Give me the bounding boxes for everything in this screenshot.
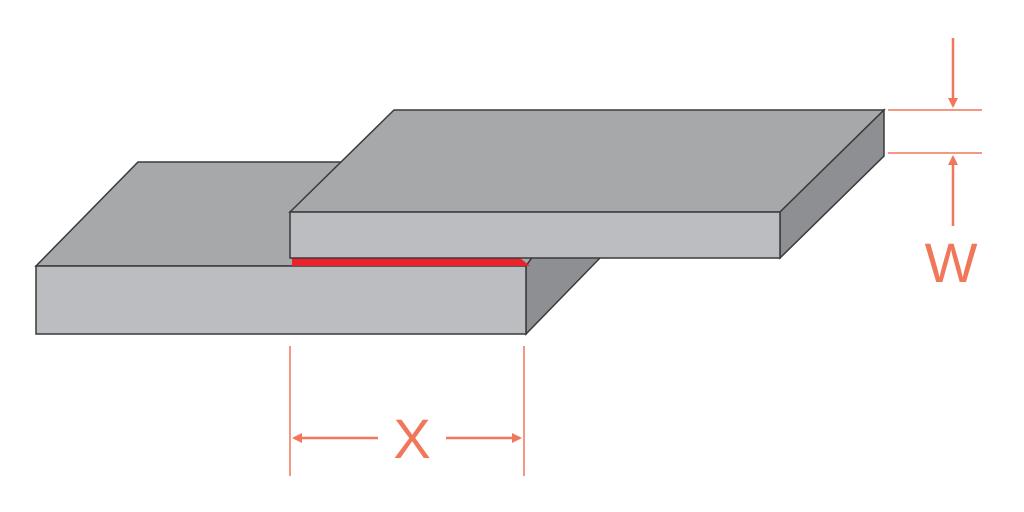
thickness-dimension: W [888, 38, 982, 294]
bottom-plate-front-face [35, 265, 527, 335]
top-plate-front-face [289, 211, 781, 259]
overlap-dimension: X [289, 346, 525, 476]
top-plate [288, 108, 886, 260]
overlap-label: X [393, 407, 430, 470]
adhesive-layer [292, 258, 530, 266]
thickness-label: W [925, 231, 978, 294]
